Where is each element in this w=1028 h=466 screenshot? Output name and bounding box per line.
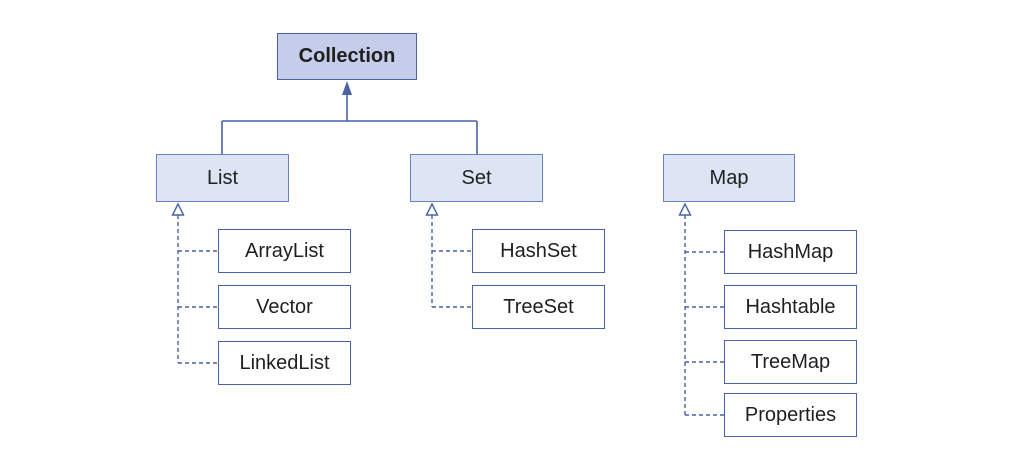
node-hashmap: HashMap (724, 230, 857, 274)
node-map: Map (663, 154, 795, 202)
node-vector: Vector (218, 285, 351, 329)
extends-connector (221, 94, 478, 154)
implements-connector-set (431, 215, 472, 308)
node-hashset: HashSet (472, 229, 605, 273)
node-list: List (156, 154, 289, 202)
node-hashtable: Hashtable (724, 285, 857, 329)
implements-connector-map (684, 215, 724, 416)
node-set: Set (410, 154, 543, 202)
implements-connector-list (177, 215, 218, 364)
node-treeset: TreeSet (472, 285, 605, 329)
node-treemap: TreeMap (724, 340, 857, 384)
hollow-triangle-icon (425, 202, 439, 216)
arrowhead-icon (342, 81, 352, 95)
node-collection: Collection (277, 33, 417, 80)
node-properties: Properties (724, 393, 857, 437)
hollow-triangle-icon (678, 202, 692, 216)
node-linkedlist: LinkedList (218, 341, 351, 385)
hollow-triangle-icon (171, 202, 185, 216)
node-arraylist: ArrayList (218, 229, 351, 273)
